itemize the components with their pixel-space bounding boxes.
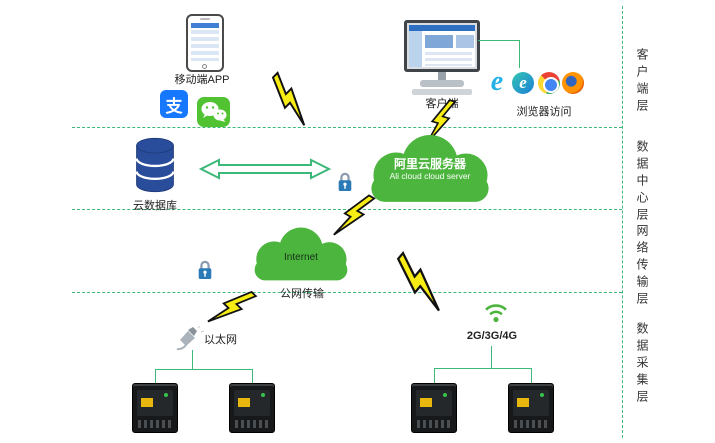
ie-browser-icon: e bbox=[490, 66, 504, 97]
wechat-icon bbox=[197, 97, 230, 127]
monitor-base bbox=[420, 80, 464, 87]
dtu-device bbox=[229, 383, 275, 433]
ali-cloud-subtitle: Ali cloud cloud server bbox=[389, 171, 471, 181]
connector-line bbox=[519, 40, 520, 68]
cellular-label: 2G/3G/4G bbox=[466, 330, 518, 342]
internet-cloud-shape bbox=[254, 227, 348, 281]
connector-line bbox=[192, 350, 193, 369]
database-icon bbox=[135, 137, 175, 193]
right-boundary-line bbox=[622, 6, 623, 438]
chrome-browser-icon bbox=[538, 72, 560, 94]
ali-cloud-shape bbox=[371, 135, 489, 202]
lightning-bolt-icon bbox=[333, 194, 376, 236]
lock-icon bbox=[338, 172, 352, 191]
phone-speaker bbox=[200, 18, 210, 20]
phone-home-button bbox=[202, 64, 207, 69]
lightning-bolt-icon bbox=[396, 251, 440, 312]
phone-screen bbox=[191, 23, 219, 61]
layer-label-datacenter: 数据中心层 bbox=[635, 140, 649, 225]
connector-line bbox=[252, 369, 253, 383]
dtu-device bbox=[508, 383, 554, 433]
layer-label-collection: 数据采集层 bbox=[635, 322, 649, 407]
mobile-app-label: 移动端APP bbox=[174, 74, 230, 86]
connector-line bbox=[478, 40, 520, 41]
ethernet-label: 以太网 bbox=[204, 334, 237, 346]
cloud-db-label: 云数据库 bbox=[133, 200, 177, 212]
wifi-signal-icon bbox=[485, 304, 507, 323]
layer-label-network: 网络传输层 bbox=[635, 224, 649, 309]
monitor-screen bbox=[409, 25, 475, 67]
layer-label-client: 客户端层 bbox=[635, 48, 649, 116]
connector-line bbox=[155, 369, 253, 370]
internet-label: Internet bbox=[284, 252, 318, 263]
connector-line bbox=[155, 369, 156, 383]
double-arrow bbox=[198, 158, 332, 180]
browser-access-label: 浏览器访问 bbox=[516, 106, 572, 118]
ali-cloud-title: 阿里云服务器 bbox=[393, 157, 466, 171]
keyboard-icon bbox=[412, 89, 472, 95]
lock-icon bbox=[198, 260, 212, 279]
connector-line bbox=[531, 368, 532, 383]
connector-line bbox=[434, 368, 532, 369]
lightning-bolt-icon bbox=[207, 290, 258, 323]
monitor-stand bbox=[438, 72, 446, 80]
dtu-device bbox=[411, 383, 457, 433]
layer-divider-3 bbox=[72, 292, 622, 293]
lightning-bolt-icon bbox=[271, 71, 306, 126]
layer-divider-2 bbox=[72, 209, 622, 210]
ethernet-plug-icon bbox=[176, 326, 205, 351]
smartphone-icon bbox=[186, 14, 224, 72]
connector-line bbox=[491, 346, 492, 368]
monitor-icon bbox=[404, 20, 480, 96]
firefox-browser-icon bbox=[562, 72, 584, 94]
lightning-bolt-icon bbox=[426, 99, 457, 144]
alipay-icon: 支 bbox=[160, 90, 188, 118]
dtu-device bbox=[132, 383, 178, 433]
connector-line bbox=[434, 368, 435, 383]
public-network-label: 公网传输 bbox=[280, 288, 324, 300]
edge-browser-icon: e bbox=[512, 72, 534, 94]
monitor-frame bbox=[404, 20, 480, 72]
layer-divider-1 bbox=[72, 127, 622, 128]
alipay-glyph: 支 bbox=[165, 96, 183, 116]
